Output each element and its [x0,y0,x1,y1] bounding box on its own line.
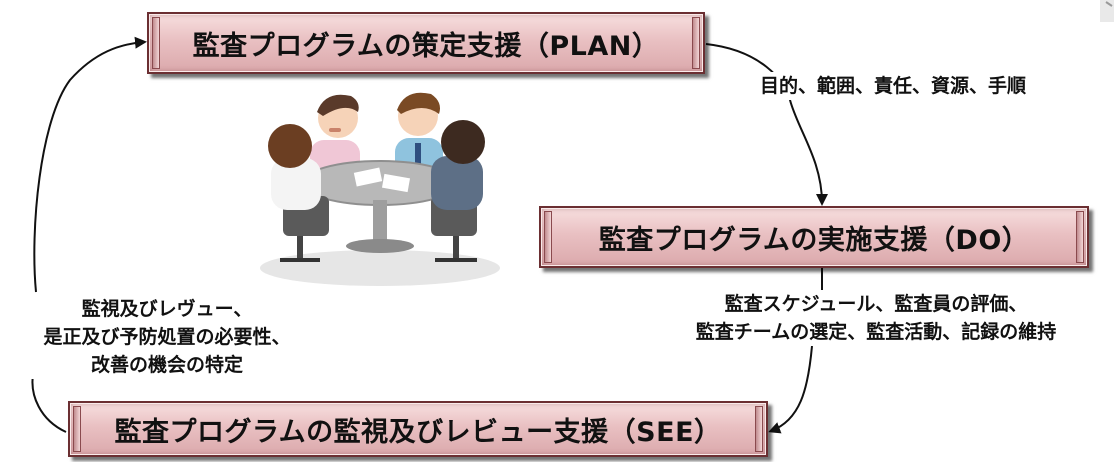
do-note: 監査スケジュール、監査員の評価、 監査チームの選定、監査活動、記録の維持 [640,290,1112,346]
see-note-line-2: 是正及び予防処置の必要性、 [43,326,291,348]
person-front-left [268,124,329,262]
corner-mark [1096,0,1114,22]
plan-note: 目的、範囲、責任、資源、手順 [760,72,1027,100]
arrow-do-to-see [771,268,823,431]
person-front-right [431,120,485,262]
see-panel: 監査プログラムの監視及びレビュー支援（SEE） [68,401,768,457]
see-title: 監査プログラムの監視及びレビュー支援（SEE） [114,416,722,448]
floor-shadow [260,250,500,286]
arrow-see-to-plan [31,42,144,433]
do-title: 監査プログラムの実施支援（DO） [598,224,1030,256]
do-note-line-1: 監査スケジュール、監査員の評価、 [724,293,1028,315]
arrow-plan-to-do [705,43,828,206]
see-note: 監視及びレヴュー、 是正及び予防処置の必要性、 改善の機会の特定 [2,295,332,379]
do-panel: 監査プログラムの実施支援（DO） [539,206,1089,268]
plan-panel: 監査プログラムの策定支援（PLAN） [147,12,705,74]
meeting-illustration [260,92,500,286]
do-note-line-2: 監査チームの選定、監査活動、記録の維持 [695,321,1057,343]
see-note-line-3: 改善の機会の特定 [90,354,243,376]
plan-title: 監査プログラムの策定支援（PLAN） [192,30,660,62]
see-note-line-1: 監視及びレヴュー、 [81,298,253,320]
